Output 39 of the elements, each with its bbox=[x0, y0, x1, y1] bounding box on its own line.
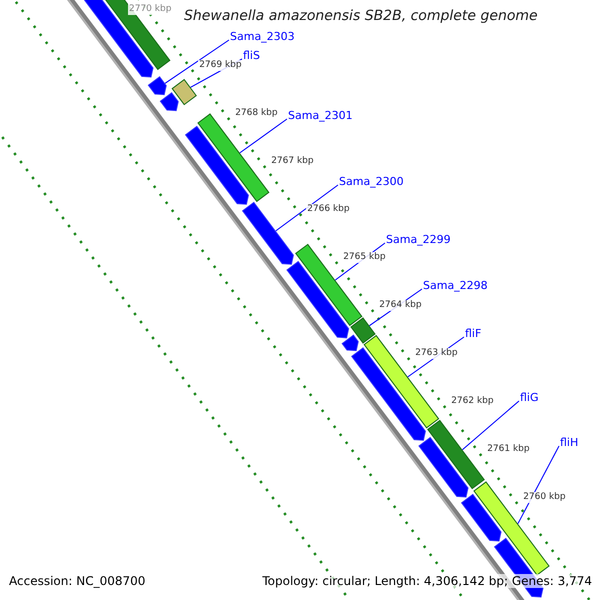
gene-feature bbox=[364, 334, 440, 428]
gene-label: fliG bbox=[520, 391, 539, 404]
scale-label: 2765 kbp bbox=[342, 252, 387, 263]
gene-feature bbox=[460, 494, 502, 542]
gene-feature bbox=[184, 126, 249, 205]
scale-label: 2767 kbp bbox=[270, 156, 315, 167]
gene-label: Sama_2298 bbox=[423, 279, 488, 292]
gene-feature bbox=[160, 92, 179, 112]
gene-feature bbox=[350, 317, 376, 344]
gene-feature bbox=[342, 334, 359, 352]
genome-stats-text: Topology: circular; Length: 4,306,142 bp; Genes: 3,774 bbox=[262, 574, 592, 588]
leader-line bbox=[164, 40, 230, 84]
gene-feature bbox=[473, 481, 550, 576]
accession-text: Accession: NC_008700 bbox=[9, 574, 146, 588]
gene-label: fliH bbox=[560, 436, 578, 449]
gene-feature bbox=[242, 202, 294, 265]
scale-label: 2769 kbp bbox=[198, 60, 243, 71]
gene-label: Sama_2300 bbox=[339, 175, 404, 188]
gene-label: fliF bbox=[465, 327, 482, 340]
gene-feature bbox=[172, 78, 197, 106]
gene-label: fliS bbox=[243, 49, 260, 62]
leader-line bbox=[239, 118, 288, 154]
scale-label: 2766 kbp bbox=[306, 204, 351, 215]
gene-label: Sama_2301 bbox=[288, 109, 353, 122]
scale-label: 2760 kbp bbox=[522, 492, 567, 503]
scale-label: 2770 kbp bbox=[128, 4, 172, 15]
scale-label: 2768 kbp bbox=[234, 108, 279, 119]
leader-line bbox=[517, 446, 560, 524]
gene-feature bbox=[286, 260, 350, 338]
gene-feature bbox=[148, 76, 167, 96]
gene-feature bbox=[418, 436, 469, 498]
gene-label: Sama_2299 bbox=[386, 233, 451, 246]
gene-feature bbox=[427, 420, 485, 490]
scale-label: 2763 kbp bbox=[414, 348, 459, 359]
scale-label: 2761 kbp bbox=[486, 444, 531, 455]
scale-label: 2764 kbp bbox=[378, 300, 423, 311]
leader-line bbox=[275, 184, 338, 232]
gene-label: Sama_2303 bbox=[230, 30, 295, 43]
scale-label: 2762 kbp bbox=[450, 396, 495, 407]
